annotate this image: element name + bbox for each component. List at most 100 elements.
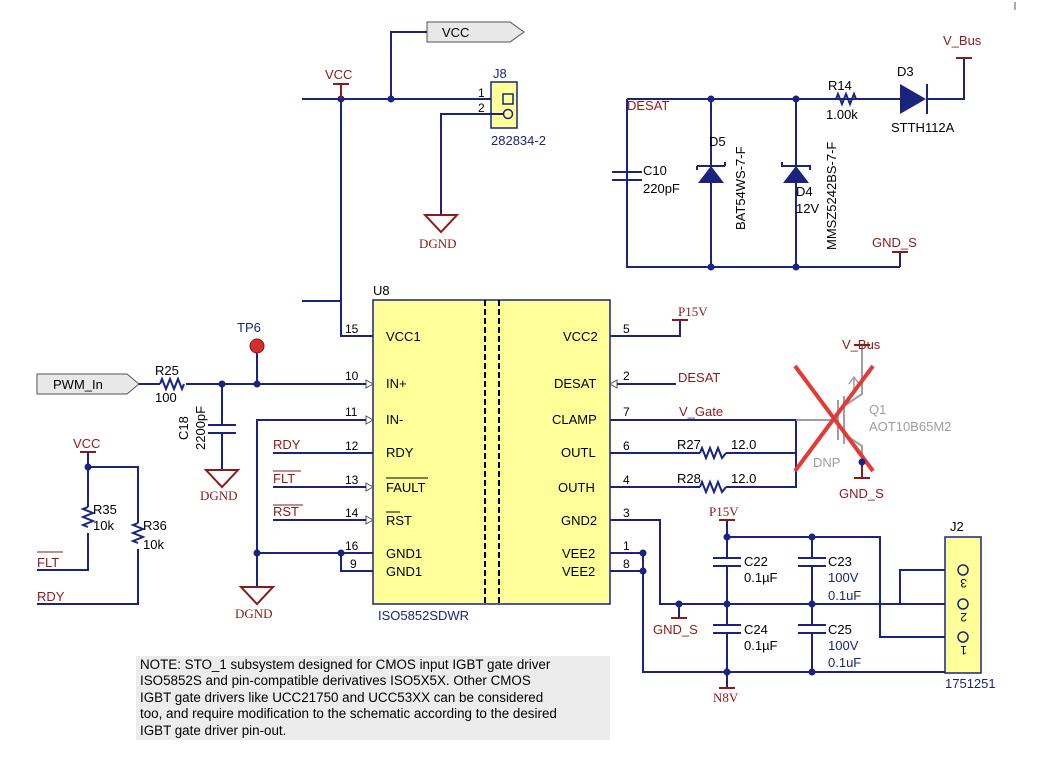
svg-text:CLAMP: CLAMP xyxy=(552,412,597,427)
svg-text:0.1µF: 0.1µF xyxy=(744,570,778,585)
svg-text:VCC1: VCC1 xyxy=(386,329,421,344)
r28-resistor: R28 12.0 xyxy=(677,471,756,495)
svg-text:GND2: GND2 xyxy=(561,513,597,528)
svg-text:Q1: Q1 xyxy=(869,402,886,417)
svg-text:D3: D3 xyxy=(897,64,914,79)
svg-text:RST: RST xyxy=(386,513,412,528)
svg-text:2200pF: 2200pF xyxy=(193,406,208,450)
svg-text:12V: 12V xyxy=(796,201,819,216)
svg-text:12.0: 12.0 xyxy=(731,471,756,486)
svg-text:VEE2: VEE2 xyxy=(562,546,595,561)
gnd-s-label-desat: GND_S xyxy=(872,235,917,253)
svg-text:R35: R35 xyxy=(93,502,117,517)
c18-capacitor: C18 2200pF xyxy=(176,406,236,450)
svg-text:V_Bus: V_Bus xyxy=(943,33,982,48)
svg-text:BAT54WS-7-F: BAT54WS-7-F xyxy=(733,146,748,230)
svg-text:4: 4 xyxy=(623,473,630,487)
svg-text:13: 13 xyxy=(345,473,359,487)
svg-text:3: 3 xyxy=(623,506,630,520)
svg-text:V_Gate: V_Gate xyxy=(679,404,723,419)
svg-text:C23: C23 xyxy=(828,554,852,569)
d5-diode: D5 BAT54WS-7-F xyxy=(696,134,748,230)
vcc-port-flag: VCC xyxy=(426,21,525,43)
svg-text:1: 1 xyxy=(960,643,967,657)
svg-text:C22: C22 xyxy=(744,554,768,569)
svg-text:0.1uF: 0.1uF xyxy=(828,588,861,603)
svg-text:OUTL: OUTL xyxy=(561,445,596,460)
svg-text:V_Bus: V_Bus xyxy=(842,337,881,352)
svg-text:VCC: VCC xyxy=(442,25,469,40)
svg-text:IN-: IN- xyxy=(386,412,403,427)
svg-text:16: 16 xyxy=(345,539,359,553)
svg-text:282834-2: 282834-2 xyxy=(491,133,546,148)
svg-text:C10: C10 xyxy=(643,163,667,178)
svg-text:IN+: IN+ xyxy=(386,376,407,391)
svg-text:GND_S: GND_S xyxy=(872,235,917,250)
svg-text:0.1µF: 0.1µF xyxy=(744,638,778,653)
gnd-s-label-bottom: GND_S xyxy=(653,617,698,637)
svg-text:12: 12 xyxy=(345,439,359,453)
svg-text:RST: RST xyxy=(273,504,299,519)
svg-text:VCC2: VCC2 xyxy=(563,329,598,344)
svg-text:5: 5 xyxy=(623,322,630,336)
svg-text:OUTH: OUTH xyxy=(558,480,595,495)
svg-text:10k: 10k xyxy=(93,518,114,533)
svg-text:GND_S: GND_S xyxy=(839,486,884,501)
svg-text:10: 10 xyxy=(345,369,359,383)
d4-zener: D4 12V MMSZ5242BS-7-F xyxy=(781,142,839,250)
svg-text:R14: R14 xyxy=(828,78,852,93)
svg-text:1751251: 1751251 xyxy=(945,676,996,691)
svg-text:N8V: N8V xyxy=(713,690,739,705)
svg-text:DGND: DGND xyxy=(419,236,457,251)
p15v-symbol-caps: P15V xyxy=(709,504,739,521)
svg-text:7: 7 xyxy=(623,405,630,419)
svg-text:AOT10B65M2: AOT10B65M2 xyxy=(869,419,951,434)
r27-resistor: R27 12.0 xyxy=(677,437,756,461)
svg-text:15: 15 xyxy=(345,322,359,336)
c10-capacitor: C10 220pF xyxy=(612,163,680,196)
svg-text:FLT: FLT xyxy=(273,471,295,486)
c24-capacitor: C24 0.1µF xyxy=(713,622,778,653)
svg-text:GND_S: GND_S xyxy=(653,622,698,637)
svg-text:P15V: P15V xyxy=(678,304,708,319)
p15v-symbol-u8: P15V xyxy=(672,304,708,321)
j2-connector: J2 3 2 1 1751251 xyxy=(944,519,996,691)
svg-text:C18: C18 xyxy=(176,416,191,440)
svg-text:3: 3 xyxy=(960,576,967,590)
svg-text:VCC: VCC xyxy=(325,67,352,82)
svg-text:J2: J2 xyxy=(950,519,964,534)
svg-text:DGND: DGND xyxy=(200,488,238,503)
svg-text:FLT: FLT xyxy=(37,555,59,570)
dgnd-symbol-top: DGND xyxy=(419,214,460,251)
svg-text:12.0: 12.0 xyxy=(731,437,756,452)
svg-text:GND1: GND1 xyxy=(386,564,422,579)
vcc-power-symbol: VCC xyxy=(325,67,352,99)
svg-text:J8: J8 xyxy=(493,66,507,81)
svg-text:STTH112A: STTH112A xyxy=(891,120,955,135)
svg-text:C24: C24 xyxy=(744,622,768,637)
svg-text:C25: C25 xyxy=(828,622,852,637)
svg-text:RDY: RDY xyxy=(37,589,65,604)
svg-text:ISO5852SDWR: ISO5852SDWR xyxy=(378,608,469,623)
n8v-symbol: N8V xyxy=(713,687,739,705)
svg-text:RDY: RDY xyxy=(273,437,301,452)
pwm-in-port: PWM_In xyxy=(36,373,140,395)
svg-text:0.1uF: 0.1uF xyxy=(828,655,861,670)
u8-isolated-gate-driver: U8 ISO5852SDWR VCC1 IN+ IN- RDY FAULT RS… xyxy=(345,283,630,623)
r14-resistor: R14 1.00k xyxy=(826,78,858,122)
svg-text:100V: 100V xyxy=(828,638,859,653)
svg-text:10k: 10k xyxy=(143,537,164,552)
svg-text:P15V: P15V xyxy=(709,504,739,519)
svg-text:2: 2 xyxy=(960,610,967,624)
svg-text:100: 100 xyxy=(155,390,177,405)
svg-text:R28: R28 xyxy=(677,471,701,486)
tp6-testpoint: TP6 xyxy=(237,320,265,384)
svg-text:VCC: VCC xyxy=(73,436,100,451)
vcc-power-symbol-pullup: VCC xyxy=(73,436,100,453)
svg-text:DESAT: DESAT xyxy=(678,370,720,385)
svg-text:DESAT: DESAT xyxy=(627,98,669,113)
svg-text:100V: 100V xyxy=(828,570,859,585)
svg-text:R36: R36 xyxy=(143,518,167,533)
svg-text:PWM_In: PWM_In xyxy=(53,377,103,392)
